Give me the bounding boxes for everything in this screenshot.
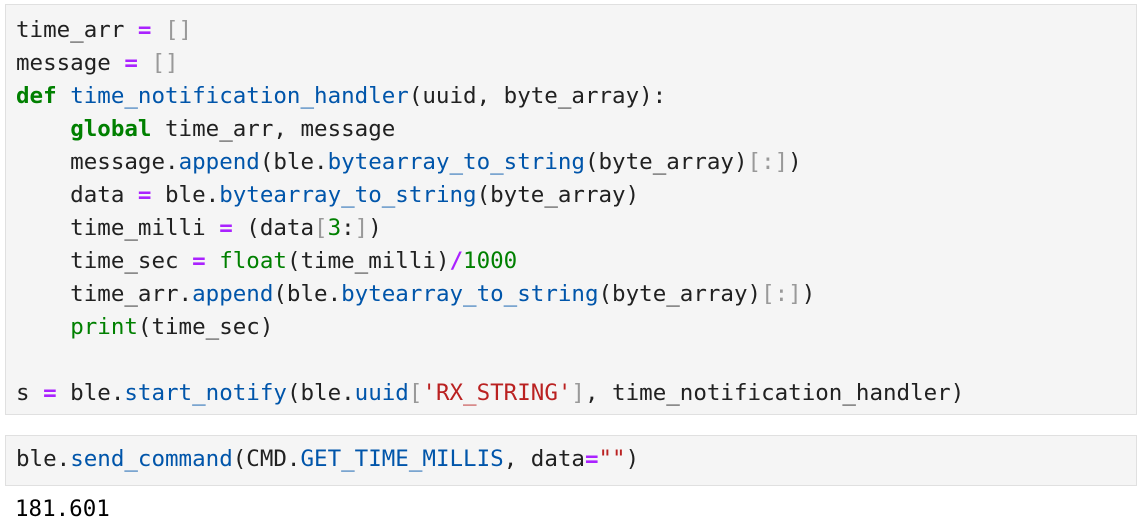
code-token: time_milli xyxy=(16,215,220,241)
code-line xyxy=(16,344,964,377)
code-token: (CMD. xyxy=(232,446,301,472)
code-token: send_command xyxy=(70,446,233,472)
code-token: bytearray_to_string xyxy=(341,281,599,307)
code-token: (ble. xyxy=(259,149,328,175)
code-token: = xyxy=(124,50,138,76)
code-token: , time_notification_handler) xyxy=(584,380,965,406)
code-token: [:] xyxy=(761,281,802,307)
code-token: [] xyxy=(151,50,179,76)
code-token: time_arr xyxy=(16,17,138,43)
code-token: 3 xyxy=(327,215,342,241)
code-editor[interactable]: ble.send_command(CMD.GET_TIME_MILLIS, da… xyxy=(16,443,639,476)
code-token: start_notify xyxy=(124,380,287,406)
code-line: s = ble.start_notify(ble.uuid['RX_STRING… xyxy=(16,377,964,410)
code-token xyxy=(16,116,70,142)
code-token: = xyxy=(219,215,233,241)
code-token: ] xyxy=(571,380,585,406)
code-token: ) xyxy=(788,149,802,175)
code-token xyxy=(151,17,165,43)
code-token: (uuid, byte_array): xyxy=(408,83,667,109)
code-token: ble. xyxy=(16,446,71,472)
code-cell-notification-handler[interactable]: time_arr = []message = []def time_notifi… xyxy=(5,4,1137,415)
code-token: ) xyxy=(368,215,382,241)
code-token: GET_TIME_MILLIS xyxy=(300,446,504,472)
code-token: [ xyxy=(314,215,328,241)
code-token: append xyxy=(178,149,260,175)
code-token xyxy=(16,314,70,340)
code-token: = xyxy=(584,446,599,472)
code-token: append xyxy=(192,281,274,307)
code-token: data xyxy=(16,182,138,208)
code-line: time_arr.append(ble.bytearray_to_string(… xyxy=(16,278,964,311)
cell-output: 181.601 xyxy=(15,496,110,522)
code-token: ) xyxy=(801,281,816,307)
code-line: global time_arr, message xyxy=(16,113,964,146)
code-token: / xyxy=(449,248,464,274)
code-line: print(time_sec) xyxy=(16,311,964,344)
code-line: time_milli = (data[3:]) xyxy=(16,212,964,245)
code-token: def xyxy=(16,83,57,109)
code-token: float xyxy=(219,248,287,274)
code-token xyxy=(57,83,71,109)
code-token: ) xyxy=(625,446,640,472)
code-token: message xyxy=(16,50,125,76)
code-token: time_arr. xyxy=(16,281,193,307)
code-token: s xyxy=(16,380,44,406)
code-line: time_sec = float(time_milli)/1000 xyxy=(16,245,964,278)
code-token: time_arr, message xyxy=(151,116,396,142)
code-line: message = [] xyxy=(16,47,964,80)
code-token: = xyxy=(43,380,57,406)
code-token: , data xyxy=(503,446,585,472)
code-token: ble. xyxy=(56,380,125,406)
code-line: ble.send_command(CMD.GET_TIME_MILLIS, da… xyxy=(16,443,639,476)
code-token: bytearray_to_string xyxy=(219,182,477,208)
code-token: [] xyxy=(165,17,193,43)
code-token: = xyxy=(192,248,206,274)
code-token: (time_sec) xyxy=(137,314,274,340)
code-token: ] xyxy=(354,215,369,241)
code-token: 'RX_STRING' xyxy=(422,380,572,406)
code-token: (byte_array) xyxy=(584,149,748,175)
code-token: bytearray_to_string xyxy=(327,149,585,175)
code-token: (data xyxy=(232,215,315,241)
code-token: (byte_array) xyxy=(598,281,762,307)
code-token: = xyxy=(137,182,152,208)
code-line: time_arr = [] xyxy=(16,14,964,47)
code-token: [:] xyxy=(747,149,789,175)
code-token: time_notification_handler xyxy=(70,83,409,109)
code-line: def time_notification_handler(uuid, byte… xyxy=(16,80,964,113)
code-token: "" xyxy=(598,446,626,472)
code-token: global xyxy=(70,116,152,142)
code-token xyxy=(206,248,220,274)
code-token: message. xyxy=(16,149,179,175)
code-token: 1000 xyxy=(463,248,518,274)
code-token xyxy=(138,50,152,76)
code-token: time_sec xyxy=(16,248,193,274)
code-token: ble. xyxy=(151,182,220,208)
code-line: data = ble.bytearray_to_string(byte_arra… xyxy=(16,179,964,212)
code-token: (byte_array) xyxy=(476,182,640,208)
code-token: (ble. xyxy=(273,281,342,307)
code-token: (time_milli) xyxy=(286,248,450,274)
code-token: [ xyxy=(408,380,423,406)
code-line: message.append(ble.bytearray_to_string(b… xyxy=(16,146,964,179)
code-token: : xyxy=(341,215,355,241)
code-token: (ble. xyxy=(286,380,355,406)
code-token: uuid xyxy=(354,380,409,406)
code-cell-send-command[interactable]: ble.send_command(CMD.GET_TIME_MILLIS, da… xyxy=(5,435,1137,486)
code-token: = xyxy=(137,17,152,43)
code-editor[interactable]: time_arr = []message = []def time_notifi… xyxy=(16,14,964,410)
code-token: print xyxy=(70,314,138,340)
